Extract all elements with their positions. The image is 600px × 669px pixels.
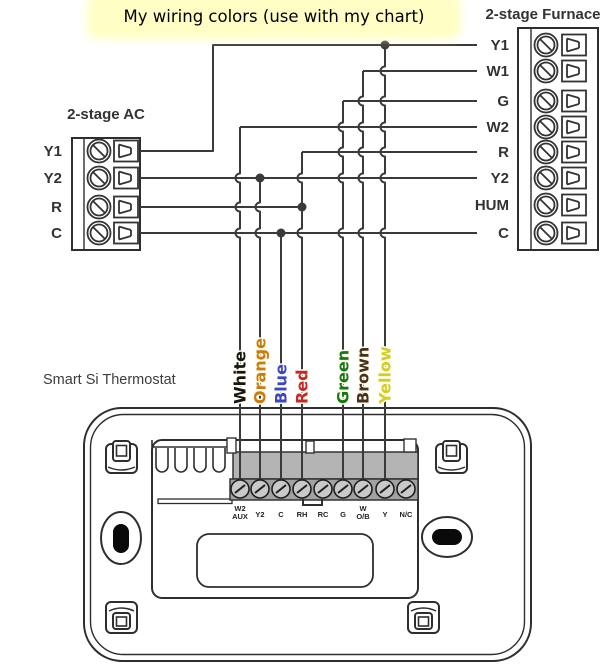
wire-white bbox=[234, 127, 241, 481]
wire-runs bbox=[140, 40, 477, 481]
strip-tab-right bbox=[403, 438, 417, 453]
tstat-terminal-y: Y bbox=[382, 510, 387, 519]
furnace-terminal-r: R bbox=[498, 144, 509, 161]
left-screw-hole bbox=[100, 511, 142, 565]
tstat-terminal-w: W bbox=[359, 504, 367, 513]
wire-net-y1 bbox=[140, 44, 477, 152]
thermostat-base: Smart Si Thermostat bbox=[43, 372, 532, 662]
wire-label-white: White bbox=[231, 351, 250, 404]
ac-terminal-y2: Y2 bbox=[44, 170, 62, 187]
furnace-terminal-block: 2-stage Furnace bbox=[475, 6, 600, 251]
screw-icon bbox=[396, 479, 416, 499]
screw-icon bbox=[353, 479, 373, 499]
screw-icon bbox=[533, 114, 559, 140]
screw-icon bbox=[533, 192, 559, 218]
wire-label-green: Green bbox=[334, 350, 353, 404]
ac-terminal-block: 2-stage AC Y1 Y2 R C bbox=[44, 106, 145, 251]
screw-icon bbox=[86, 194, 112, 220]
furnace-terminal-y2: Y2 bbox=[491, 170, 509, 187]
screw-icon bbox=[533, 165, 559, 191]
ac-terminal-c: C bbox=[51, 225, 62, 242]
wire-label-orange: Orange bbox=[251, 338, 270, 404]
mounting-clip-icon bbox=[435, 440, 468, 474]
thermostat-terminal-strip bbox=[226, 437, 419, 501]
screw-icon bbox=[86, 220, 112, 246]
tstat-terminal-nc: N/C bbox=[400, 510, 414, 519]
tstat-terminal-c: C bbox=[278, 510, 284, 519]
mounting-clip-icon bbox=[105, 601, 138, 634]
wire-label-red: Red bbox=[293, 369, 312, 404]
furnace-terminal-w1: W1 bbox=[487, 63, 510, 80]
rh-rc-jumper bbox=[302, 499, 323, 506]
tstat-terminal-g: G bbox=[340, 510, 346, 519]
screw-icon bbox=[533, 139, 559, 165]
ac-label: 2-stage AC bbox=[67, 106, 145, 123]
wire-label-brown: Brown bbox=[354, 347, 373, 404]
screw-icon bbox=[250, 479, 270, 499]
screw-icon bbox=[271, 479, 291, 499]
thermostat-label: Smart Si Thermostat bbox=[43, 372, 176, 388]
junction-dot bbox=[297, 202, 307, 212]
screw-icon bbox=[313, 479, 333, 499]
tstat-terminal-ob: O/B bbox=[356, 512, 370, 521]
screw-icon bbox=[86, 138, 112, 164]
furnace-terminal-y1: Y1 bbox=[491, 37, 509, 54]
screw-icon bbox=[292, 479, 312, 499]
screw-icon bbox=[86, 165, 112, 191]
screw-icon bbox=[533, 32, 559, 58]
screw-icon bbox=[533, 88, 559, 114]
screw-icon bbox=[533, 220, 559, 246]
right-screw-hole bbox=[421, 516, 473, 558]
furnace-terminal-labels: Y1 W1 G W2 R Y2 HUM C bbox=[475, 37, 509, 242]
junction-dot bbox=[276, 228, 286, 238]
screw-icon bbox=[533, 58, 559, 84]
wire-orange bbox=[254, 178, 261, 481]
tstat-terminal-rc: RC bbox=[318, 510, 329, 519]
screw-icon bbox=[375, 479, 395, 499]
screw-icon bbox=[230, 479, 250, 499]
tstat-terminal-rh: RH bbox=[297, 510, 308, 519]
furnace-terminal-g: G bbox=[497, 93, 509, 110]
furnace-terminal-w2: W2 bbox=[487, 119, 510, 136]
strip-tab-middle bbox=[305, 440, 315, 454]
strip-tab-left bbox=[226, 437, 237, 454]
furnace-terminal-c: C bbox=[498, 225, 509, 242]
tstat-terminal-aux: AUX bbox=[232, 512, 248, 521]
ac-terminal-y1: Y1 bbox=[44, 143, 62, 160]
screw-icon bbox=[333, 479, 353, 499]
tstat-terminal-y2: Y2 bbox=[255, 510, 264, 519]
page-title: My wiring colors (use with my chart) bbox=[123, 7, 425, 26]
wire-green bbox=[337, 101, 344, 481]
wire-brown bbox=[357, 71, 364, 481]
wire-label-blue: Blue bbox=[272, 364, 291, 404]
mounting-clip-icon bbox=[407, 601, 440, 634]
mounting-clip-icon bbox=[105, 440, 138, 474]
display-window bbox=[196, 533, 374, 588]
furnace-terminal-hum: HUM bbox=[475, 197, 509, 214]
wire-color-labels: White Orange Blue Red Green Brown Yellow bbox=[229, 336, 396, 406]
release-lever bbox=[157, 498, 233, 505]
wire-yellow bbox=[379, 45, 386, 481]
thermostat-terminal-labels: W2 AUX Y2 C RH RC G W O/B Y N/C bbox=[232, 504, 413, 521]
tstat-terminal-w2: W2 bbox=[234, 504, 245, 513]
ac-terminal-r: R bbox=[51, 199, 62, 216]
junction-dot bbox=[380, 40, 390, 50]
junction-dot bbox=[255, 173, 265, 183]
title-banner: My wiring colors (use with my chart) bbox=[94, 1, 454, 32]
wire-guide-comb bbox=[151, 440, 233, 473]
ac-terminal-labels: Y1 Y2 R C bbox=[44, 143, 63, 242]
thermostat-terminal-screws bbox=[230, 479, 416, 506]
furnace-label: 2-stage Furnace bbox=[485, 6, 600, 23]
wire-label-yellow: Yellow bbox=[376, 346, 395, 405]
